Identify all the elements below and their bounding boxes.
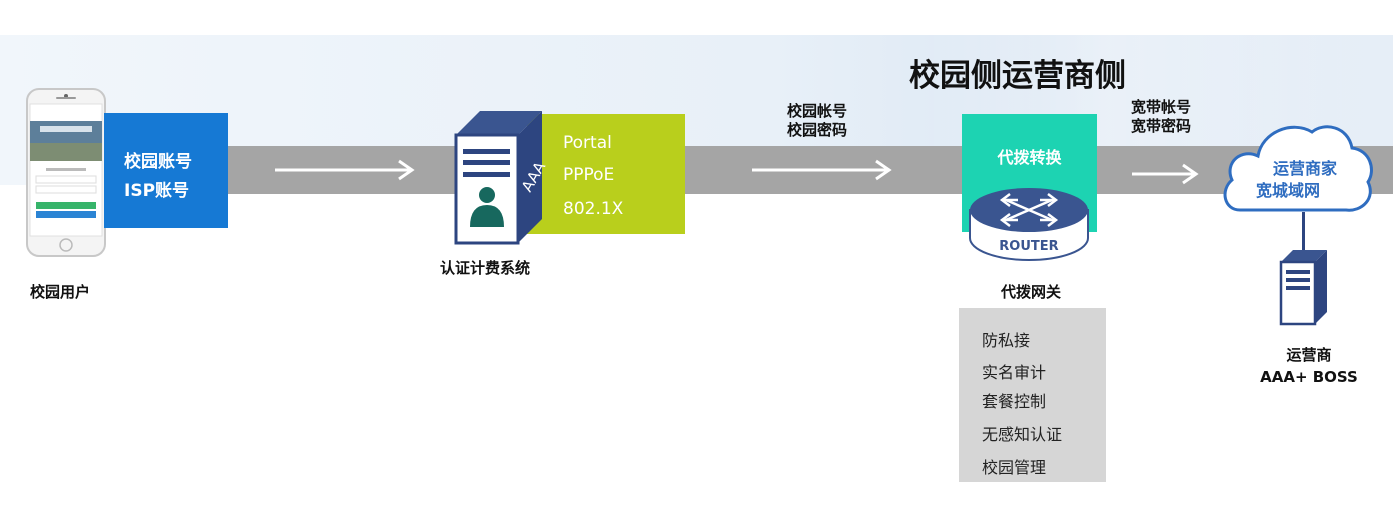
operator-line-2: AAA+ BOSS [1260, 368, 1358, 386]
arrow-right-icon [275, 158, 417, 186]
operator-server-icon [1279, 248, 1329, 330]
arrow-right-icon [1132, 162, 1200, 190]
cloud-line-2: 宽城域网 [1256, 181, 1321, 200]
auth-system-label: 认证计费系统 [440, 259, 531, 277]
campus-account-box: 校园账号 ISP账号 [104, 113, 228, 228]
isp-account-label: ISP账号 [124, 181, 190, 201]
campus-credentials: 校园帐号 校园密码 [787, 102, 847, 140]
aaa-server-icon: AAA [452, 109, 550, 249]
feature-item: 无感知认证 [982, 425, 1063, 444]
protocol-portal: Portal [563, 133, 612, 153]
feature-list: 防私接 实名审计 套餐控制 无感知认证 校园管理 [959, 308, 1106, 482]
broadband-credentials: 宽带帐号 宽带密码 [1131, 98, 1191, 136]
arrow-right-icon [752, 158, 894, 186]
phone-icon [26, 88, 106, 262]
proxy-conversion-label: 代拨转换 [997, 148, 1062, 167]
operator-line-1: 运营商 [1286, 346, 1332, 364]
campus-account-text: 校园帐号 [787, 102, 848, 120]
connector-line [1302, 212, 1305, 252]
broadband-account-text: 宽带帐号 [1131, 98, 1192, 116]
feature-item: 防私接 [982, 331, 1031, 350]
cloud-text: 运营商家 宽城域网 [1256, 158, 1337, 202]
feature-item: 校园管理 [982, 458, 1047, 477]
operator-label: 运营商 AAA+ BOSS [1257, 344, 1361, 388]
protocol-pppoe: PPPoE [563, 165, 615, 185]
campus-user-label: 校园用户 [30, 283, 91, 301]
protocol-box: Portal PPPoE 802.1X [527, 114, 685, 234]
broadband-password-text: 宽带密码 [1131, 117, 1192, 135]
diagram-title: 校园侧运营商侧 [909, 58, 1126, 94]
cloud-icon [1220, 118, 1376, 220]
gateway-label: 代拨网关 [1001, 283, 1062, 301]
protocol-8021x: 802.1X [563, 199, 624, 219]
router-icon: ROUTER [966, 182, 1092, 266]
campus-password-text: 校园密码 [787, 121, 848, 139]
router-text: ROUTER [999, 239, 1058, 254]
campus-account-label: 校园账号 [124, 152, 192, 172]
feature-item: 实名审计 [982, 363, 1047, 382]
cloud-line-1: 运营商家 [1273, 159, 1338, 178]
feature-item: 套餐控制 [982, 392, 1047, 411]
